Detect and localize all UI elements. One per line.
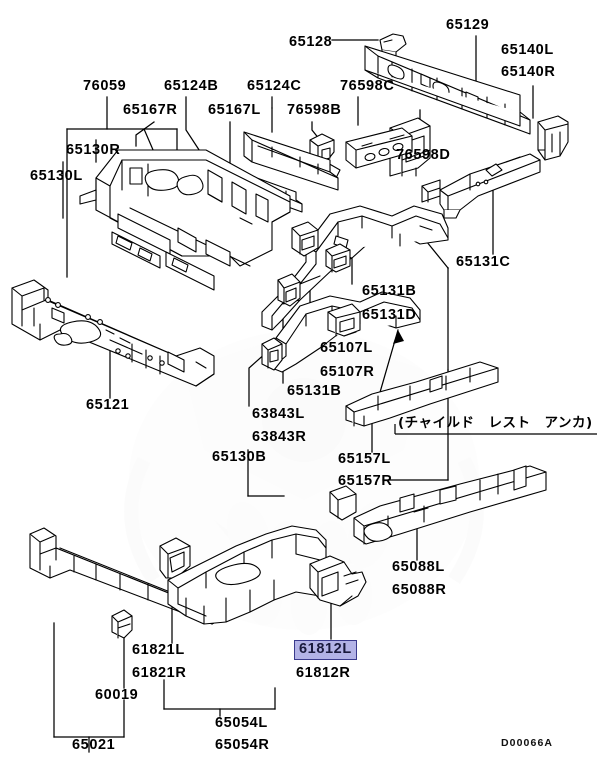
part-65121 — [11, 279, 215, 387]
part-label-65121[interactable]: 65121 — [86, 397, 130, 413]
part-65131D — [325, 243, 351, 273]
part-label-65124C[interactable]: 65124C — [247, 78, 302, 94]
part-label-63843L[interactable]: 63843L — [252, 406, 305, 422]
part-label-61821L[interactable]: 61821L — [132, 642, 185, 658]
part-label-65054R[interactable]: 65054R — [215, 737, 270, 753]
part-label-65107L[interactable]: 65107L — [320, 340, 373, 356]
part-label-65131B-upper[interactable]: 65131B — [362, 283, 417, 299]
part-65124C — [243, 131, 339, 191]
part-label-65129[interactable]: 65129 — [446, 17, 490, 33]
part-61812 — [309, 555, 367, 607]
part-65129 — [364, 45, 531, 135]
part-65131C — [421, 153, 541, 219]
part-65131B-bracket — [291, 221, 319, 257]
part-label-65167R[interactable]: 65167R — [123, 102, 178, 118]
part-label-76598C[interactable]: 76598C — [340, 78, 395, 94]
part-63843 — [261, 337, 283, 371]
part-65130 — [79, 149, 291, 267]
part-label-65131D[interactable]: 65131D — [362, 307, 417, 323]
part-label-65140R[interactable]: 65140R — [501, 64, 556, 80]
part-65054 — [167, 525, 347, 625]
part-label-76059[interactable]: 76059 — [83, 78, 127, 94]
part-label-61821R[interactable]: 61821R — [132, 665, 187, 681]
part-label-65130R[interactable]: 65130R — [66, 142, 121, 158]
part-label-65130B[interactable]: 65130B — [212, 449, 267, 465]
part-label-76598D[interactable]: 76598D — [396, 147, 451, 163]
part-label-65124B[interactable]: 65124B — [164, 78, 219, 94]
part-65140 — [537, 115, 569, 161]
part-61821 — [159, 537, 191, 579]
part-76598D — [345, 127, 413, 169]
part-label-65131C[interactable]: 65131C — [456, 254, 511, 270]
part-label-65054L[interactable]: 65054L — [215, 715, 268, 731]
part-label-65021[interactable]: 65021 — [72, 737, 116, 753]
part-label-65167L[interactable]: 65167L — [208, 102, 261, 118]
part-63843-second — [277, 273, 301, 307]
part-65107 — [327, 303, 361, 337]
part-label-65088R[interactable]: 65088R — [392, 582, 447, 598]
part-65130B — [329, 485, 357, 521]
part-label-76598B[interactable]: 76598B — [287, 102, 342, 118]
part-label-65088L[interactable]: 65088L — [392, 559, 445, 575]
part-label-61812L-highlighted[interactable]: 61812L — [294, 640, 357, 660]
part-label-65131B-lower[interactable]: 65131B — [287, 383, 342, 399]
part-65130-detail — [111, 231, 215, 291]
part-label-65130L[interactable]: 65130L — [30, 168, 83, 184]
part-label-61812R[interactable]: 61812R — [296, 665, 351, 681]
part-label-65140L[interactable]: 65140L — [501, 42, 554, 58]
part-65157 — [345, 361, 499, 427]
part-label-65157L[interactable]: 65157L — [338, 451, 391, 467]
part-label-60019[interactable]: 60019 — [95, 687, 139, 703]
part-label-65157R[interactable]: 65157R — [338, 473, 393, 489]
drawing-code: D00066A — [501, 737, 554, 749]
part-label-65107R[interactable]: 65107R — [320, 364, 375, 380]
part-60019 — [111, 609, 133, 639]
note-child-rest-anchor: (チャイルド レスト アンカ) — [398, 415, 593, 431]
part-label-63843R[interactable]: 63843R — [252, 429, 307, 445]
part-label-65128[interactable]: 65128 — [289, 34, 333, 50]
part-65088 — [353, 465, 547, 545]
